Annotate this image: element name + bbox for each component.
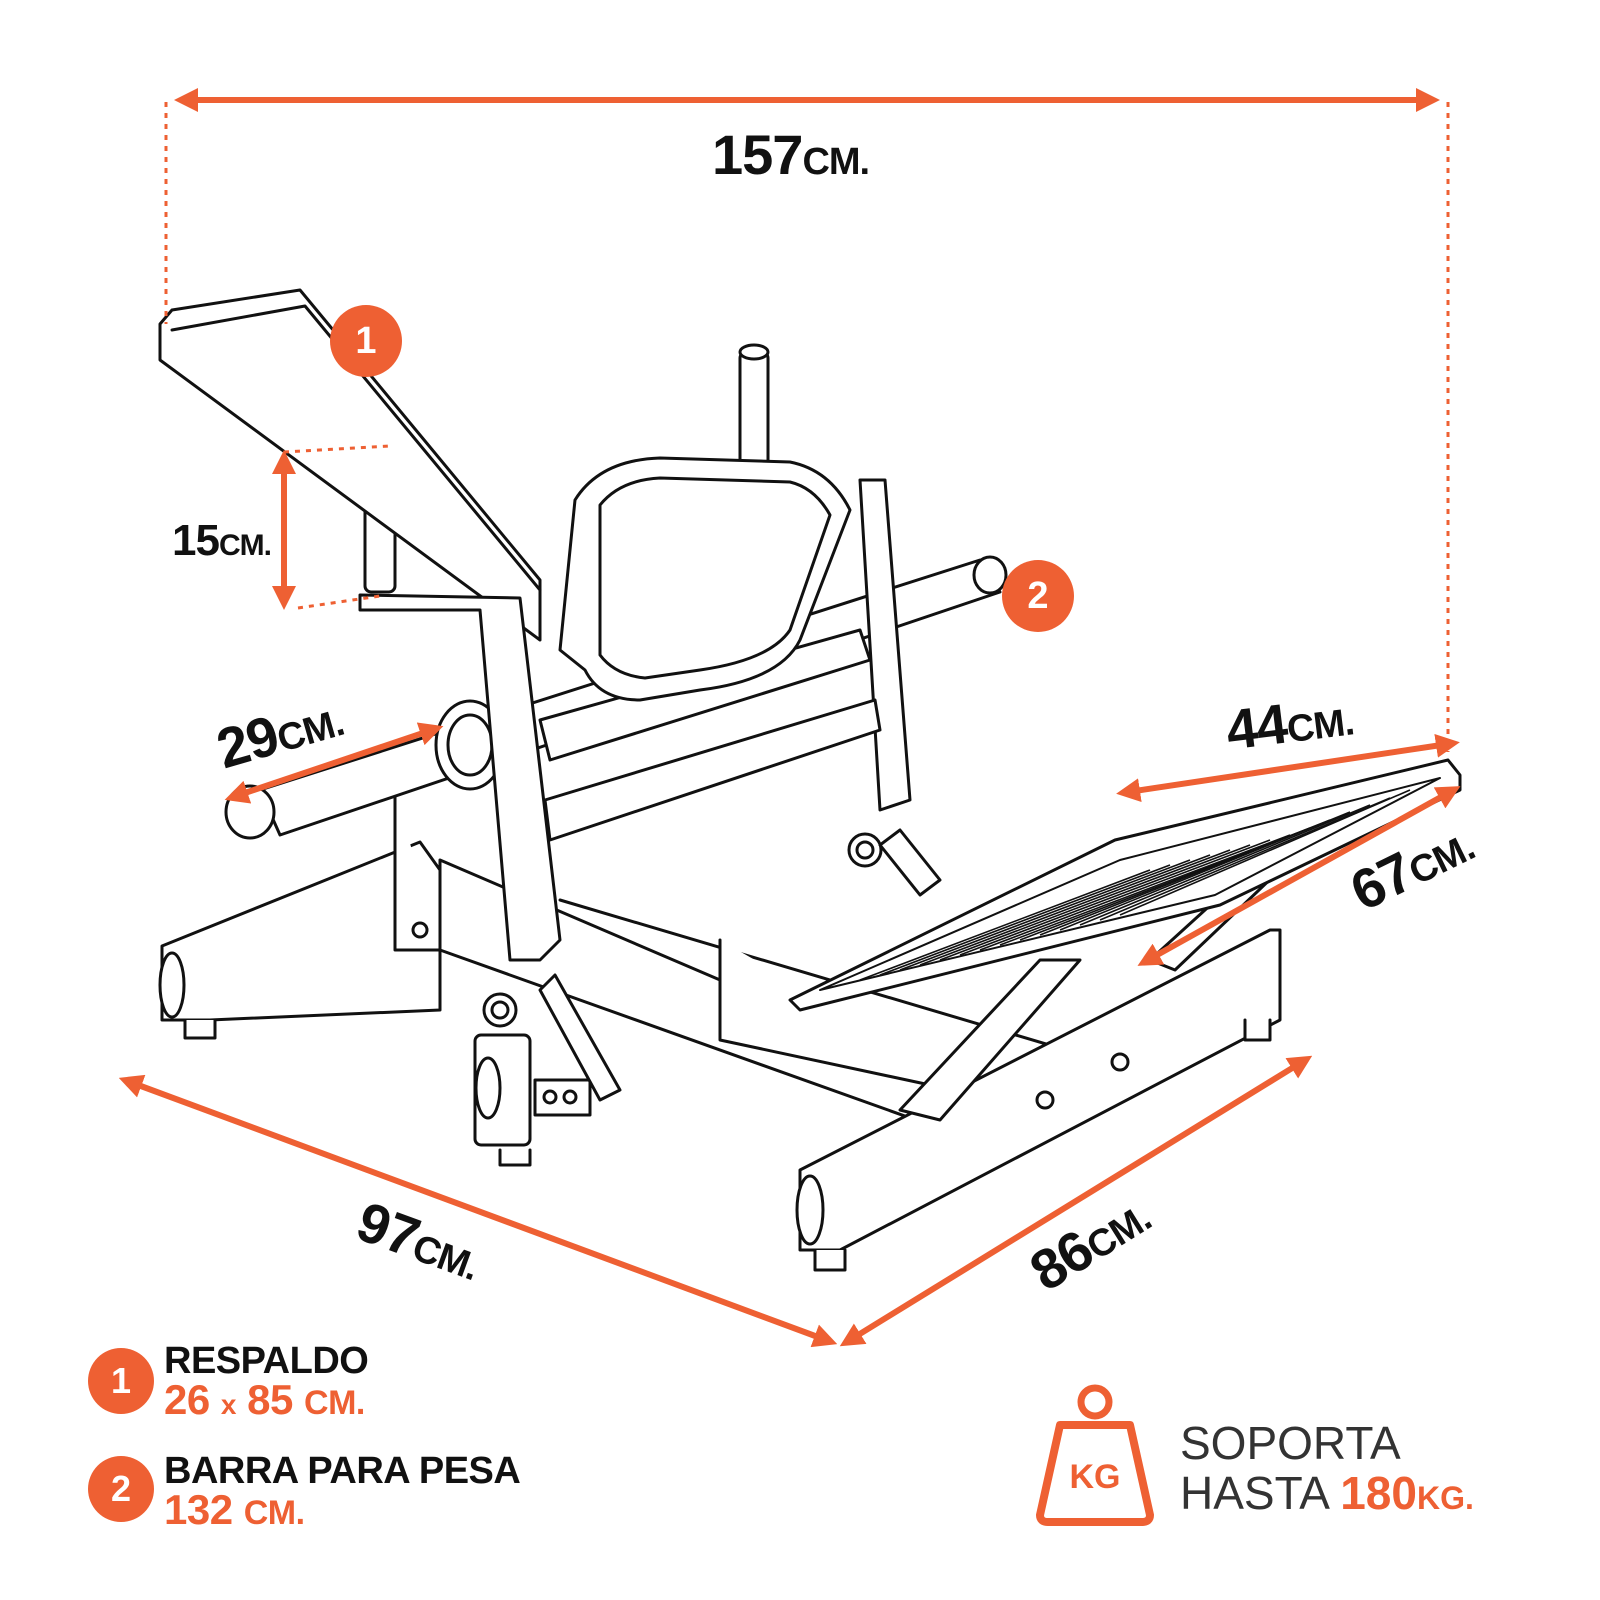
capacity-unit: KG. — [1416, 1480, 1474, 1516]
dimension-value: 44 — [1222, 691, 1291, 762]
legend-value-b: 85 — [247, 1376, 293, 1423]
dimension-unit: CM. — [218, 529, 272, 562]
capacity-line2: HASTA 180KG. — [1180, 1468, 1474, 1523]
legend-title: RESPALDO — [164, 1340, 369, 1382]
dimension-value: 15 — [172, 516, 220, 565]
capacity-number: 180 — [1340, 1467, 1417, 1519]
marker-weight-bar: 2 — [1002, 560, 1074, 632]
weight-capacity-text: SOPORTA HASTA 180KG. — [1180, 1418, 1474, 1523]
legend-value: 26 x 85 CM. — [164, 1376, 365, 1424]
capacity-line1: SOPORTA — [1180, 1417, 1401, 1469]
legend-unit: CM. — [243, 1494, 305, 1532]
legend-title: BARRA PARA PESA — [164, 1450, 521, 1492]
legend-value-main: 132 — [164, 1486, 233, 1533]
legend-number: 2 — [110, 1468, 132, 1509]
legend-value: 132 CM. — [164, 1486, 305, 1534]
legend-separator: x — [220, 1389, 237, 1420]
dimension-unit: CM. — [802, 141, 870, 183]
dimension-width-top: 157CM. — [712, 122, 870, 187]
capacity-value: 180KG. — [1340, 1467, 1474, 1519]
marker-number: 1 — [355, 319, 377, 362]
marker-number: 2 — [1027, 574, 1049, 617]
kg-icon-label: KG — [1070, 1458, 1121, 1496]
capacity-prefix: HASTA — [1180, 1467, 1328, 1519]
marker-backrest: 1 — [330, 305, 402, 377]
dimension-unit: CM. — [1284, 701, 1356, 752]
legend-value-a: 26 — [164, 1376, 210, 1423]
dimension-backrest-height: 15CM. — [172, 516, 272, 566]
legend-badge: 1 — [88, 1348, 154, 1414]
legend-badge: 2 — [88, 1456, 154, 1522]
legend-unit: CM. — [304, 1384, 365, 1422]
weight-capacity-icon: KG — [1030, 1380, 1160, 1535]
dimension-value: 157 — [712, 123, 803, 186]
legend-number: 1 — [110, 1360, 132, 1401]
